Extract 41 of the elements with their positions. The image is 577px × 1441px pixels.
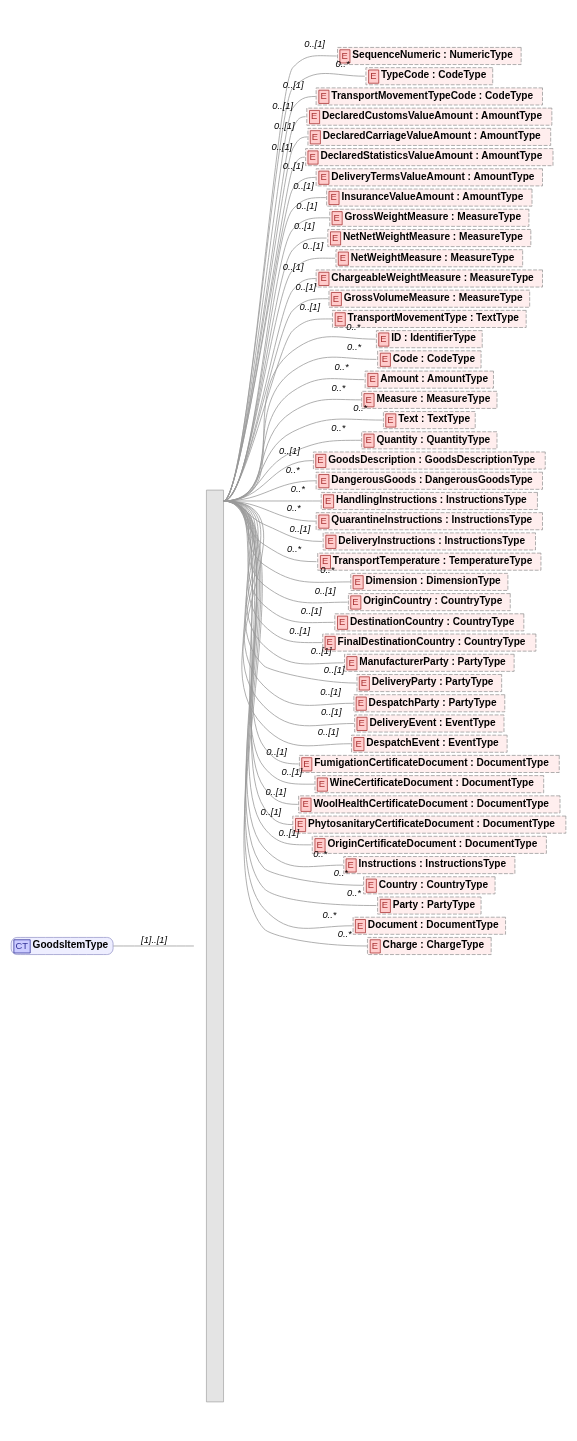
edge-label: [1]..[1]	[141, 934, 168, 945]
edge-label: 0..*	[285, 464, 300, 475]
edge-label: 0..*	[346, 887, 361, 898]
edge-label: 0..[1]	[282, 261, 304, 272]
edge-label: 0..[1]	[265, 786, 287, 797]
edge-label: 0..[1]	[272, 100, 294, 111]
edge-label: 0..[1]	[282, 160, 304, 171]
connector	[223, 54, 338, 501]
edge-label: 0..[1]	[293, 220, 315, 231]
edge-label: 0..[1]	[323, 664, 345, 675]
edge-label: 0..[1]	[299, 301, 321, 312]
edge-label: 0..*	[337, 928, 352, 939]
connector	[223, 95, 317, 501]
edge-label: 0..*	[331, 382, 346, 393]
edge-label: 0..[1]	[289, 625, 310, 636]
edge-label: 0..*	[322, 909, 337, 920]
edge-label: 0..[1]	[302, 240, 324, 251]
edge-label: 0..*	[347, 341, 362, 352]
edge-label: 0..[1]	[296, 200, 318, 211]
edge-label: 0..[1]	[293, 180, 314, 191]
connector	[112, 945, 195, 946]
edge-label: 0..*	[334, 361, 349, 372]
edge-label: 0..[1]	[282, 79, 304, 90]
connector	[223, 72, 366, 501]
edge-label: 0..[1]	[295, 281, 317, 292]
edge-label: 0..[1]	[266, 746, 287, 757]
edge-label: 0..[1]	[279, 445, 300, 456]
edge-label: 0..[1]	[317, 726, 339, 737]
edge-label: 0..[1]	[314, 585, 336, 596]
edge-label: 0..[1]	[271, 141, 293, 152]
edge-label: 0..*	[331, 422, 346, 433]
edge-label: 0..[1]	[260, 806, 282, 817]
edge-label: 0..*	[290, 483, 305, 494]
edge-label: 0..[1]	[320, 686, 341, 697]
edge-label: 0..[1]	[289, 523, 311, 534]
edge-label: 0..*	[287, 543, 302, 554]
edge-label: 0..[1]	[273, 120, 295, 131]
edge-label: 0..[1]	[320, 706, 342, 717]
edge-label: 0..[1]	[300, 605, 322, 616]
edge-label: 0..[1]	[304, 38, 325, 49]
edge-label: 0..*	[286, 502, 301, 513]
